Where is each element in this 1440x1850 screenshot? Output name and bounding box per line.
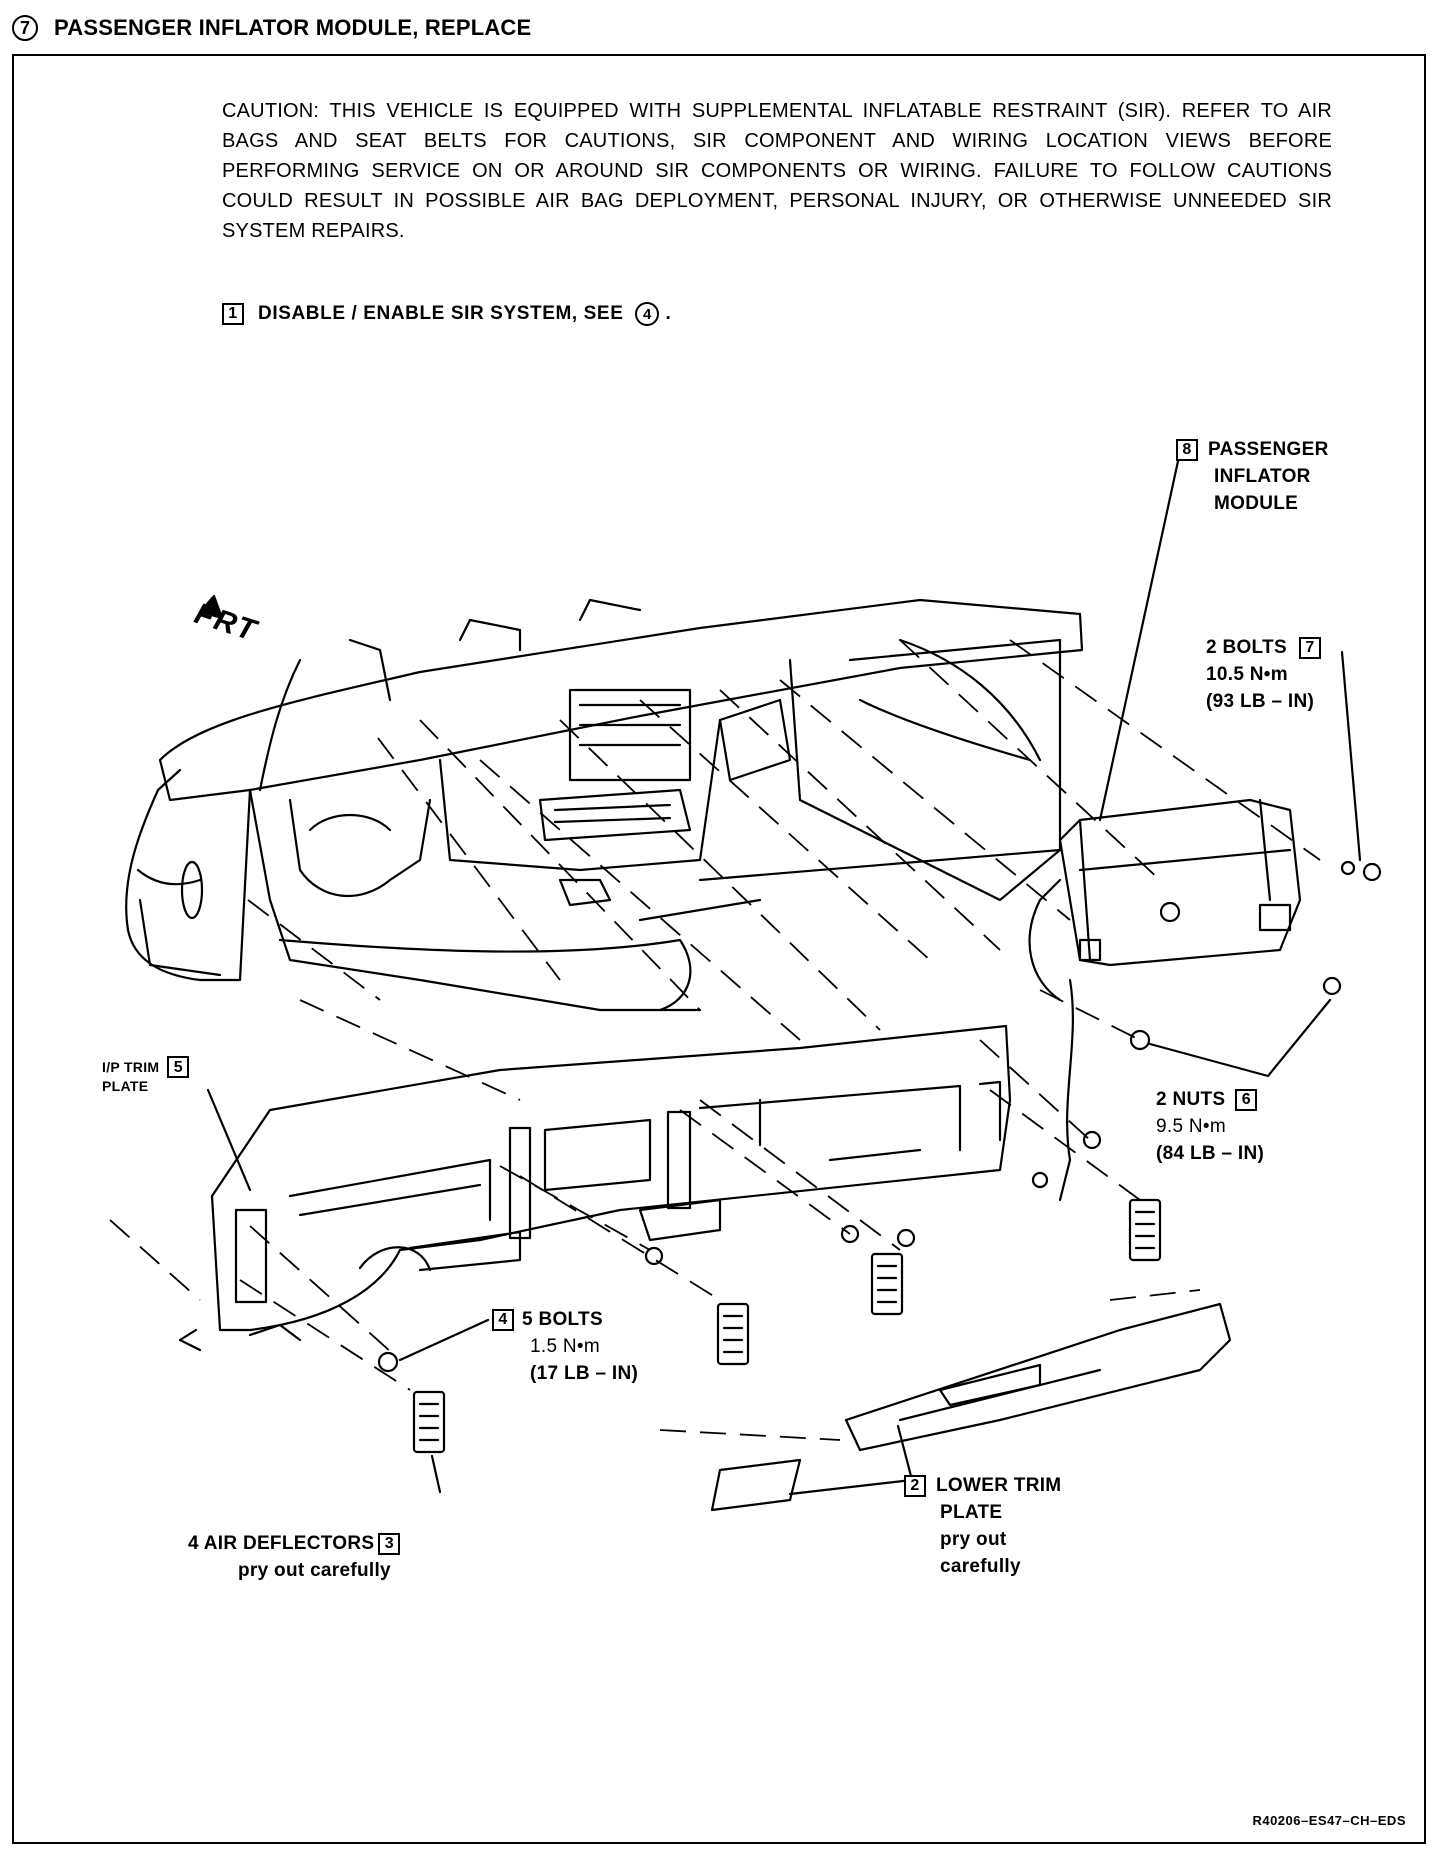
callout-5-bolts: 4 5 BOLTS 1.5 N•m (17 LB – IN) [492,1306,638,1387]
leader-bolts2 [1340,650,1362,862]
bolt-icon [1082,1130,1102,1150]
step-1-text: DISABLE / ENABLE SIR SYSTEM, SEE [258,303,624,324]
leader-nuts [1148,998,1332,1078]
callout-box-4: 4 [492,1308,514,1331]
air-deflector-icon [412,1390,446,1454]
callout-2-bolts: 2 BOLTS 7 10.5 N•m (93 LB – IN) [1206,634,1321,715]
bolt-icon [1362,862,1382,882]
nut-icon [1159,901,1181,923]
callout-air-deflectors: 4 AIR DEFLECTORS 3 pry out carefully [188,1530,401,1584]
callout-2-nuts: 2 NUTS 6 9.5 N•m (84 LB – IN) [1156,1088,1265,1164]
bolt-icon [1031,1171,1049,1189]
callout-box-7: 7 [1298,636,1321,659]
callout-lower-trim-plate: 2 LOWER TRIM PLATE pry out carefully [904,1472,1061,1580]
callout-box-3: 3 [378,1532,401,1555]
step-number-circle: 7 [12,15,38,41]
callout-box-8: 8 [1176,438,1198,461]
nut-icon [1129,1029,1151,1051]
leader-bolts5 [398,1318,490,1362]
section-header: 7 PASSENGER INFLATOR MODULE, REPLACE [12,8,531,48]
step-1-end: . [665,303,672,324]
callout-box-2: 2 [904,1474,926,1497]
instrument-panel-carrier [125,598,1084,1012]
bolt-icon [896,1228,916,1248]
air-deflector-icon [1128,1198,1162,1262]
diagram-frame [12,54,1426,1844]
callout-inflator-module: 8 PASSENGER INFLATOR MODULE [1176,436,1329,517]
callout-box-6: 6 [1235,1088,1258,1111]
page-title: PASSENGER INFLATOR MODULE, REPLACE [54,15,532,40]
air-deflector-icon [870,1252,904,1316]
caution-text: CAUTION: THIS VEHICLE IS EQUIPPED WITH S… [222,100,1332,242]
air-deflector-icon [716,1302,750,1366]
leader-module [1098,450,1182,822]
lower-trim-plate [710,1302,1232,1512]
front-arrow-icon [198,594,224,620]
step-1-ref-circle: 4 [635,302,660,326]
callout-box-5: 5 [167,1056,190,1078]
step-1-box: 1 [222,303,244,325]
reference-code: R40206–ES47–CH–EDS [1252,1813,1406,1828]
leader-trim-plate [206,1088,252,1192]
step-1-instruction: 1 DISABLE / ENABLE SIR SYSTEM, SEE 4 . [222,302,671,326]
leader-lower-trim [788,1424,914,1496]
bolt-icon [840,1224,860,1244]
leader-deflectors [430,1454,442,1494]
callout-ip-trim-plate: I/P TRIM 5 PLATE [102,1056,190,1094]
ip-trim-plate [178,1024,1012,1352]
passenger-inflator-module [1028,798,1302,1202]
bolt-icon [377,1351,399,1373]
nut-icon [1322,976,1342,996]
bolt-icon [1340,860,1356,876]
bolt-icon [644,1246,664,1266]
